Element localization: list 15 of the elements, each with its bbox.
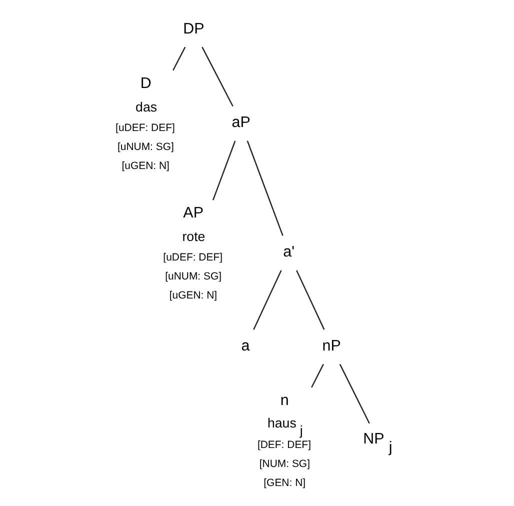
node-text: DP (183, 20, 204, 38)
connector (296, 270, 325, 330)
connector (212, 140, 236, 200)
node-text: a (241, 337, 250, 354)
node-text: AP rote [uDEF: DEF] [uNUM: SG] [uGEN: N] (163, 204, 223, 302)
node-text: aP (232, 114, 250, 132)
connector (202, 46, 234, 107)
node-text: a' (283, 244, 295, 261)
connector (253, 270, 282, 330)
connector (172, 46, 186, 71)
connector (246, 140, 284, 236)
connector (339, 364, 370, 424)
connector (311, 364, 324, 388)
node-text: nP (322, 337, 341, 354)
node-text: D das [uDEF: DEF] [uNUM: SG] [uGEN: N] (116, 75, 175, 172)
